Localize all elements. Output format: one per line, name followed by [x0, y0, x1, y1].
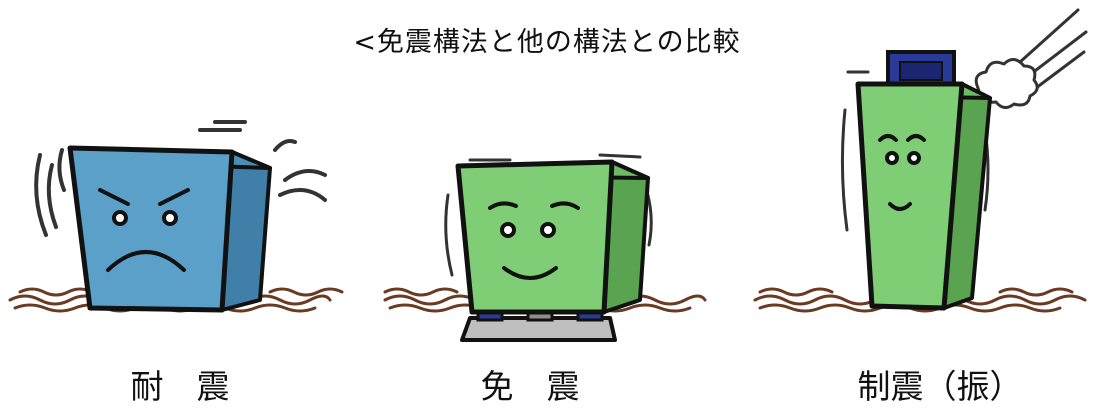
seismic-isolated-building — [444, 153, 653, 342]
front-face — [455, 159, 615, 315]
smile-face-icon — [488, 201, 580, 280]
calm-face-icon — [878, 134, 926, 211]
caption-seismic-isolation: 免 震 — [480, 367, 580, 406]
puff-cloud-icon — [974, 58, 1039, 109]
caption-earthquake-resistant: 耐 震 — [130, 367, 230, 406]
damper-window — [899, 61, 943, 81]
caption-vibration-control: 制震（振） — [857, 367, 1023, 406]
diagram-title: <免震構法と他の構法との比較 — [353, 27, 741, 58]
angry-face-icon — [98, 188, 190, 272]
shake-lines-icon — [34, 120, 327, 237]
earthquake-resistant-building — [34, 120, 327, 313]
front-face — [67, 145, 235, 313]
vibration-control-building — [840, 8, 1088, 311]
front-face — [855, 81, 965, 311]
isolation-base-plate — [460, 316, 617, 342]
